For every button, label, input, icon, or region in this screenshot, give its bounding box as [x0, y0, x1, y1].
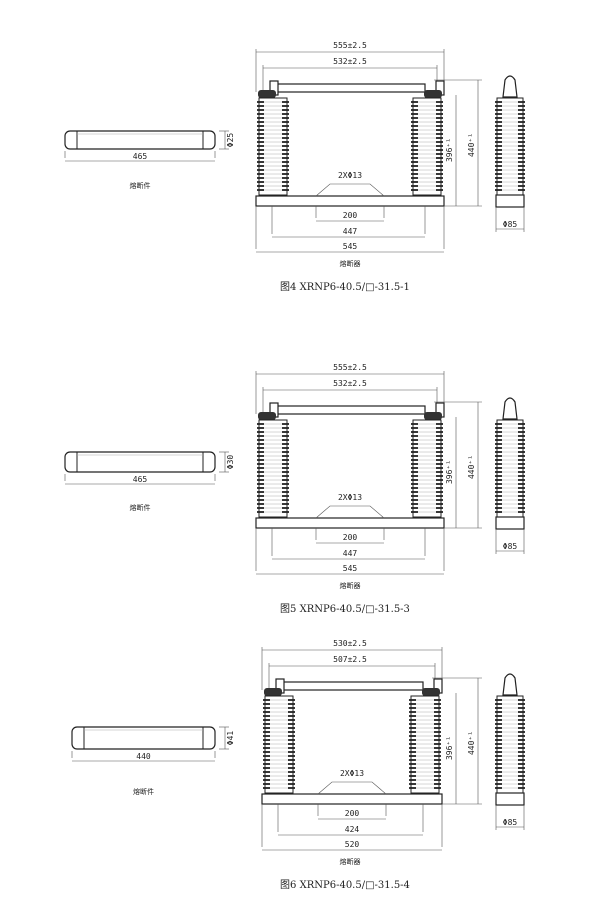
- insulator: [495, 97, 525, 196]
- hole-spacing-dim: 200: [343, 533, 358, 542]
- contact-span-dim: 507±2.5: [333, 655, 367, 664]
- overall-width-dim: 555±2.5: [333, 41, 367, 50]
- total-height-dim: 440⁺¹: [467, 133, 476, 157]
- holes-dim: 2XΦ13: [338, 493, 362, 502]
- contact-span-dim: 532±2.5: [333, 57, 367, 66]
- fuse-link-label: 熔断件: [130, 503, 151, 512]
- holes-dim: 2XΦ13: [338, 171, 362, 180]
- insulator: [257, 97, 289, 196]
- fuse-base-label: 熔断器: [340, 857, 361, 866]
- insulator: [411, 419, 443, 518]
- insulator: [495, 419, 525, 518]
- total-height-dim: 440⁺¹: [467, 455, 476, 479]
- insulator: [409, 695, 441, 794]
- fuse-base-label: 熔断器: [340, 259, 361, 268]
- holes-dim: 2XΦ13: [340, 769, 364, 778]
- fuse-diameter-dim: Φ41: [226, 731, 235, 746]
- insulator-height-dim: 396⁺¹: [445, 460, 454, 484]
- fuse-length-dim: 440: [136, 752, 151, 761]
- hole-spacing-dim: 200: [343, 211, 358, 220]
- fuse-diameter-dim: Φ30: [226, 455, 235, 470]
- insulator: [257, 419, 289, 518]
- fuse-base-label: 熔断器: [340, 581, 361, 590]
- fuse-link-drawing: Φ41 440 熔断件: [71, 726, 235, 796]
- fuse-link-label: 熔断件: [130, 181, 151, 190]
- figure-5: Φ30 465 熔断件 555±2.5 532±2.5 2XΦ13 200 447 545 396…: [64, 363, 525, 615]
- fuse-base-drawing: 555±2.5 532±2.5 2XΦ13 200 447 545 396⁺¹ 440⁺¹ 熔断…: [255, 41, 482, 268]
- hole-spacing-dim: 200: [345, 809, 360, 818]
- fuse-diameter-dim: Φ25: [226, 133, 235, 148]
- insulator: [411, 97, 443, 196]
- insulator: [495, 695, 525, 794]
- overall-width-dim: 555±2.5: [333, 363, 367, 372]
- fuse-base-drawing: 555±2.5 532±2.5 2XΦ13 200 447 545 396⁺¹ 440⁺¹ 熔断…: [255, 363, 482, 590]
- mount-spacing-dim: 447: [343, 227, 358, 236]
- side-diameter-dim: Φ85: [503, 220, 518, 229]
- base-length-dim: 520: [345, 840, 360, 849]
- figure-4: Φ25 465 熔断件 555±2.5 532±2.5 2XΦ13 200 447 545 396…: [64, 41, 525, 293]
- insulator-height-dim: 396⁺¹: [445, 736, 454, 760]
- total-height-dim: 440⁺¹: [467, 731, 476, 755]
- side-diameter-dim: Φ85: [503, 818, 518, 827]
- side-view-drawing: Φ85: [495, 397, 525, 554]
- fuse-link-drawing: Φ30 465 熔断件: [64, 451, 235, 512]
- figure-caption: 图4 XRNP6-40.5/□-31.5-1: [280, 281, 410, 293]
- figure-6: Φ41 440 熔断件 530±2.5 507±2.5 2XΦ13 200 424 520 396…: [71, 639, 525, 891]
- mount-spacing-dim: 424: [345, 825, 360, 834]
- fuse-length-dim: 465: [133, 475, 148, 484]
- contact-span-dim: 532±2.5: [333, 379, 367, 388]
- figure-caption: 图5 XRNP6-40.5/□-31.5-3: [280, 603, 410, 615]
- fuse-length-dim: 465: [133, 152, 148, 161]
- insulator-height-dim: 396⁺¹: [445, 138, 454, 162]
- figure-caption: 图6 XRNP6-40.5/□-31.5-4: [280, 879, 410, 891]
- base-length-dim: 545: [343, 242, 358, 251]
- overall-width-dim: 530±2.5: [333, 639, 367, 648]
- base-length-dim: 545: [343, 564, 358, 573]
- side-view-drawing: Φ85: [495, 673, 525, 830]
- side-diameter-dim: Φ85: [503, 542, 518, 551]
- fuse-base-drawing: 530±2.5 507±2.5 2XΦ13 200 424 520 396⁺¹ 440⁺¹ 熔断…: [261, 639, 482, 866]
- fuse-link-label: 熔断件: [133, 787, 154, 796]
- fuse-link-drawing: Φ25 465 熔断件: [64, 130, 235, 190]
- mount-spacing-dim: 447: [343, 549, 358, 558]
- side-view-drawing: Φ85: [495, 75, 525, 232]
- insulator: [263, 695, 295, 794]
